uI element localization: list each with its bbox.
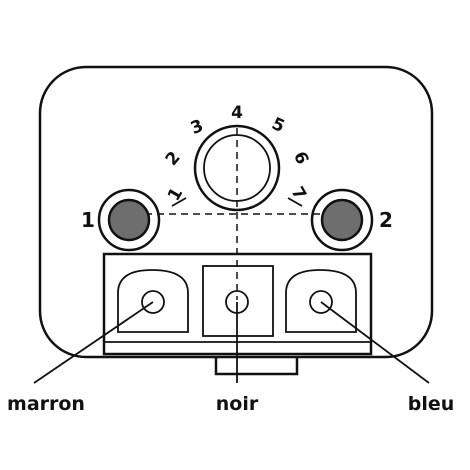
leader-bleu [320,301,430,384]
wire-label-bleu: bleu [408,393,455,415]
terminal-left-screw [141,290,165,314]
pin-1-contact [107,198,151,242]
dial-number-2: 2 [162,148,185,170]
housing-outline [38,65,434,359]
dial-number-6: 6 [289,149,312,167]
dial-tick-7 [287,197,303,207]
terminal-center-housing [202,265,274,337]
terminal-left-housing [117,269,189,333]
terminal-right-housing [285,269,357,333]
leader-marron [33,301,154,384]
pin-2-contact [320,198,364,242]
dial-number-1: 1 [164,184,187,204]
wire-label-noir: noir [216,393,259,415]
dial-number-5: 5 [269,114,288,137]
terminal-right-screw [309,290,333,314]
wire-label-marron: marron [7,393,85,415]
dial-outer-ring [193,124,281,212]
pin-1-label: 1 [81,208,95,232]
dial-tick-1 [171,197,187,207]
dial-number-7: 7 [287,183,310,203]
dial-number-3: 3 [188,116,206,139]
pin-2-label: 2 [379,208,393,232]
bottom-tab [214,356,299,376]
pin-1-outer [97,188,161,252]
pin-2-outer [310,188,374,252]
dial-number-4: 4 [231,103,243,123]
